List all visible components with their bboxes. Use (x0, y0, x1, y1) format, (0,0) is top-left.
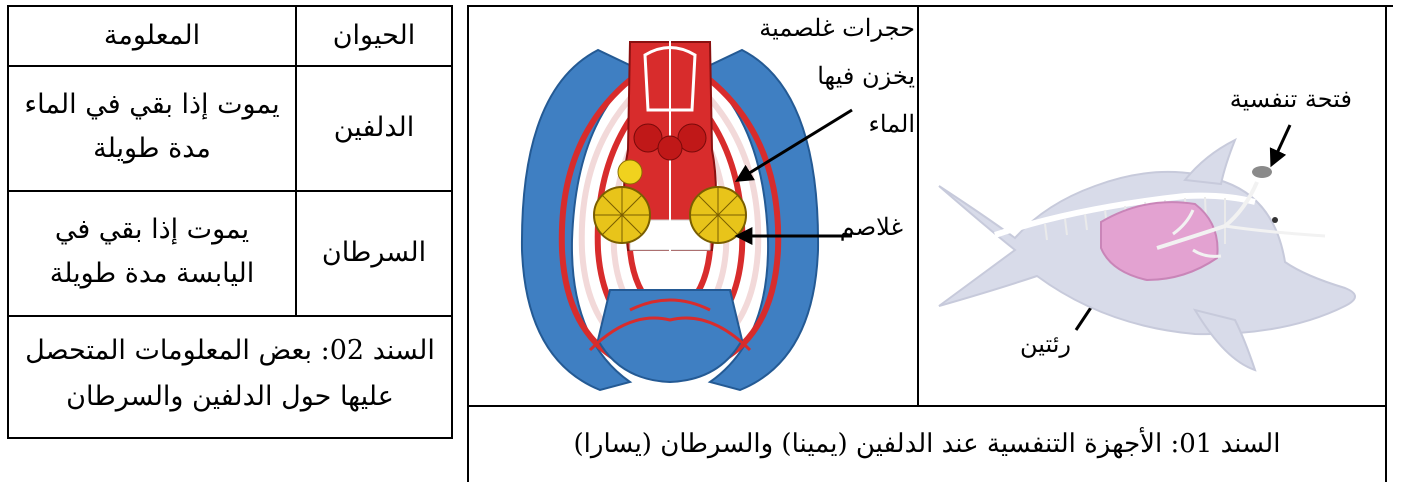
figure-border-right (1385, 5, 1387, 482)
crab-label-gills: غلاصم (840, 213, 903, 241)
figure-middle-divider (917, 5, 919, 407)
crab-label-chambers-line2: يخزن فيها (817, 62, 915, 90)
dolphin-label-lungs: رئتين (1020, 330, 1071, 358)
figure-border-left (467, 5, 469, 482)
figure-border-top (467, 5, 1393, 7)
crab-label-chambers-line3: الماء (869, 110, 915, 138)
figure-caption-divider (467, 405, 1387, 407)
crab-label-chambers-line1: حجرات غلصمية (759, 14, 915, 42)
dolphin-label-blowhole: فتحة تنفسية (1230, 85, 1352, 113)
dolphin-illustration (925, 130, 1375, 390)
figure-caption: السند 01: الأجهزة التنفسية عند الدلفين (… (469, 424, 1385, 464)
